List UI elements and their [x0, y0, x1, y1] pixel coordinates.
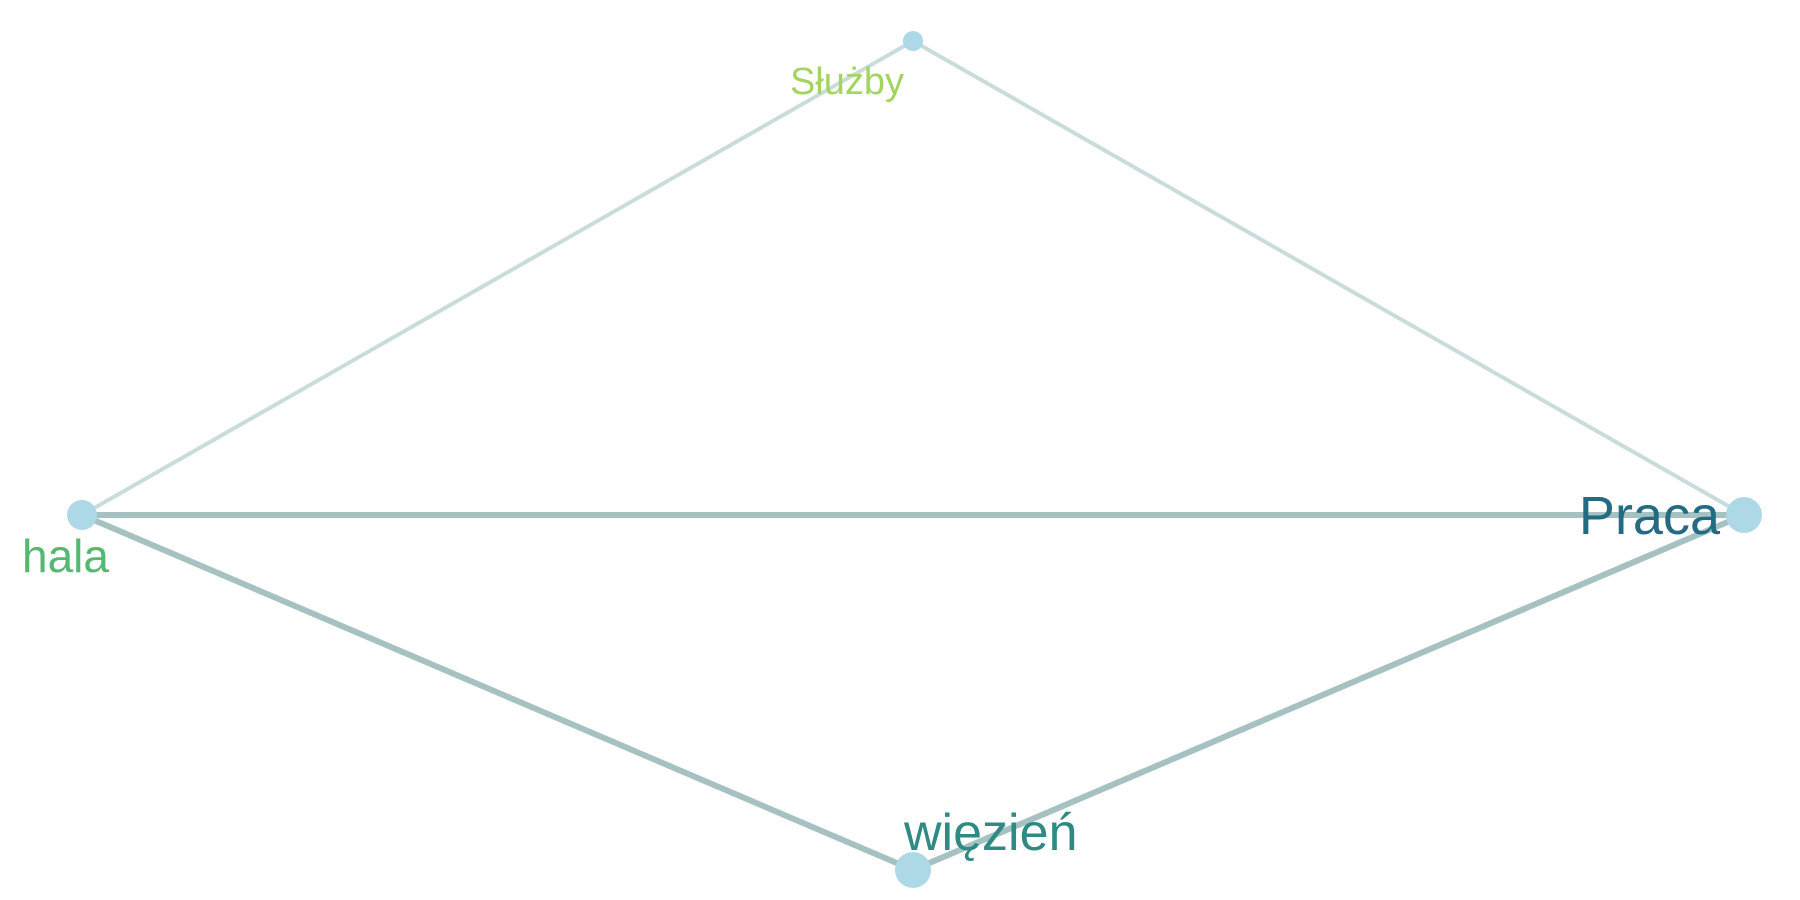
node-wiezien[interactable] [895, 852, 931, 888]
edge-wiezien-praca [910, 512, 1747, 873]
node-label-wiezien: więzień [903, 804, 1077, 862]
edge-sluzby-praca [911, 39, 1746, 517]
node-hala[interactable] [67, 500, 97, 530]
edge-hala-sluzby [80, 39, 915, 517]
node-label-sluzby: Służby [790, 61, 904, 103]
node-label-praca: Praca [1579, 486, 1721, 546]
edge-hala-wiezien [79, 512, 916, 873]
node-sluzby[interactable] [903, 31, 923, 51]
node-praca[interactable] [1726, 497, 1762, 533]
node-label-hala: hala [22, 530, 109, 582]
